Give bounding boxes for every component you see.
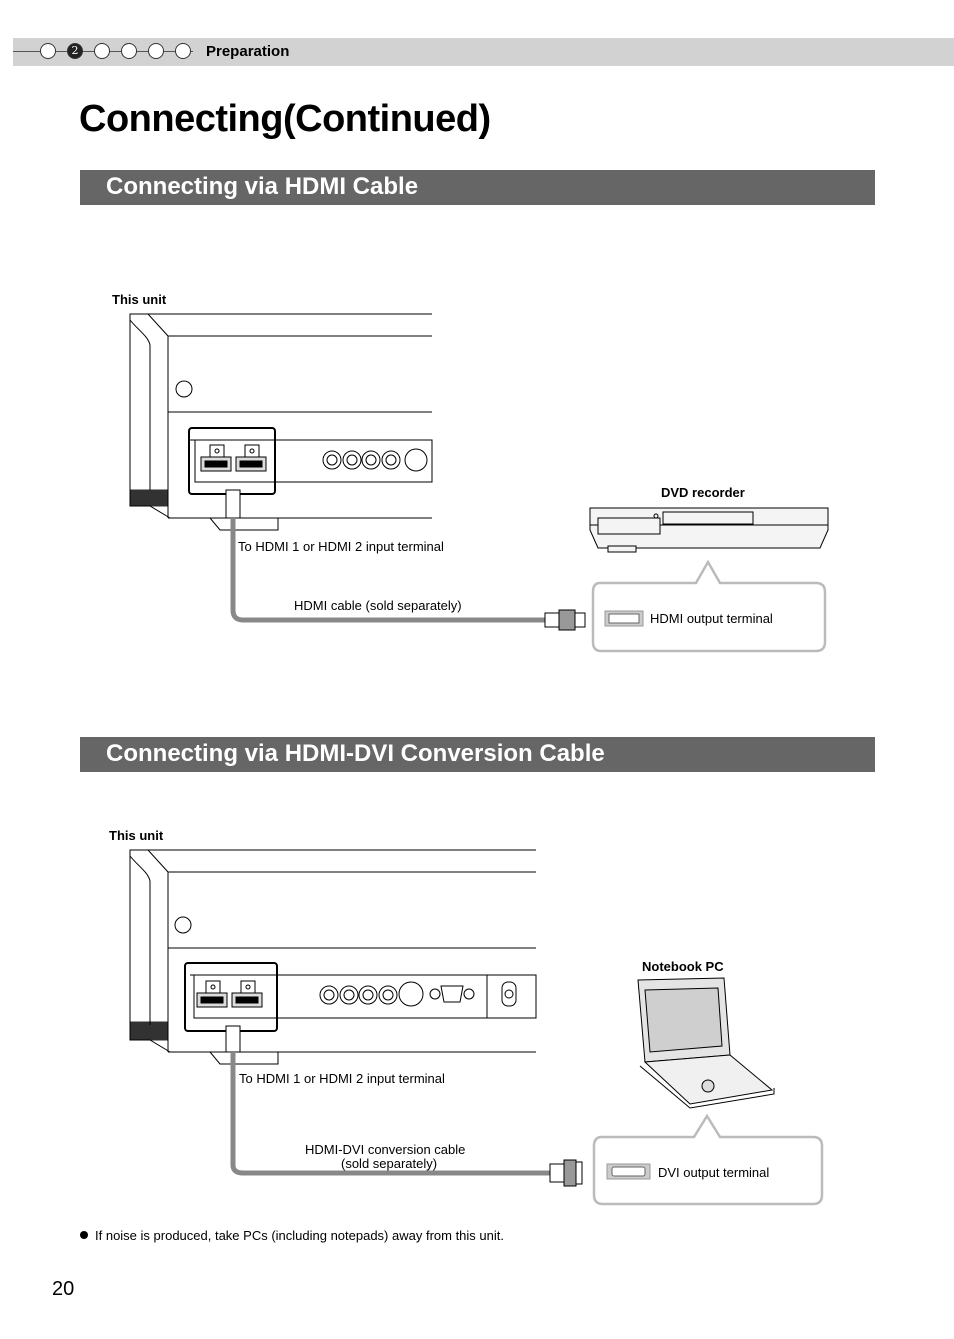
hdmi-port-3-icon <box>196 980 228 1008</box>
component-jacks-2 <box>319 981 424 1007</box>
dvi-output-callout <box>592 1113 824 1206</box>
this-unit-label-2: This unit <box>109 828 164 843</box>
hdmi-port-4-icon <box>231 980 263 1008</box>
hdmi-port-2-icon <box>235 444 267 472</box>
hdmi-plug-projector-end-2 <box>225 1025 241 1053</box>
chapter-step-3 <box>94 43 110 59</box>
hdmi-output-terminal-icon <box>604 610 644 627</box>
projector-illustration-2 <box>129 849 537 1065</box>
hdmi-cable-line <box>230 518 545 623</box>
hdmi-input-terminal-label-1: To HDMI 1 or HDMI 2 input terminal <box>238 539 444 554</box>
projector-illustration-1 <box>129 313 433 531</box>
trigger-port-icon <box>501 981 517 1007</box>
component-jacks-1 <box>322 448 428 472</box>
section-heading-hdmi-dvi-text: Connecting via HDMI-DVI Conversion Cable <box>106 740 605 767</box>
notebook-pc-label: Notebook PC <box>642 959 724 974</box>
chapter-step-6 <box>175 43 191 59</box>
hdmi-output-terminal-label: HDMI output terminal <box>650 611 773 626</box>
hdmi-input-terminal-label-2: To HDMI 1 or HDMI 2 input terminal <box>239 1071 445 1086</box>
hdmi-port-1-icon <box>200 444 232 472</box>
chapter-step-1 <box>40 43 56 59</box>
dvi-output-terminal-icon <box>606 1163 651 1180</box>
hdmi-cable-label: HDMI cable (sold separately) <box>294 598 462 613</box>
rs232c-port-icon <box>429 985 475 1003</box>
chapter-step-current: 2 <box>67 43 83 59</box>
hdmi-plug-projector-end-1 <box>225 489 241 519</box>
dvd-recorder-label: DVD recorder <box>661 485 745 500</box>
hdmi-connection-diagram <box>129 313 829 653</box>
page-title: Connecting(Continued) <box>79 98 491 140</box>
hdmi-dvi-cable-line <box>230 1052 550 1176</box>
bullet-icon <box>80 1231 88 1239</box>
hdmi-output-callout <box>591 559 827 653</box>
hdmi-plug-source-end-1 <box>544 609 586 631</box>
chapter-label: Preparation <box>206 43 290 60</box>
chapter-step-4 <box>121 43 137 59</box>
dvi-plug-source-end <box>549 1159 583 1187</box>
noise-note-text: If noise is produced, take PCs (includin… <box>95 1228 504 1243</box>
hdmi-dvi-cable-label: HDMI-DVI conversion cable <box>305 1142 466 1157</box>
notebook-pc-illustration <box>637 977 775 1109</box>
hdmi-dvi-cable-sold-label: (sold separately) <box>341 1156 438 1171</box>
page-number: 20 <box>52 1278 75 1300</box>
section-heading-hdmi: Connecting via HDMI Cable <box>80 170 875 205</box>
section-heading-hdmi-dvi: Connecting via HDMI-DVI Conversion Cable <box>80 737 875 772</box>
hdmi-dvi-connection-diagram <box>129 849 824 1206</box>
this-unit-label-1: This unit <box>112 292 167 307</box>
chapter-step-5 <box>148 43 164 59</box>
section-heading-hdmi-text: Connecting via HDMI Cable <box>106 173 419 200</box>
dvd-recorder-illustration <box>589 507 829 553</box>
chapter-header-bar <box>13 38 954 66</box>
noise-note: If noise is produced, take PCs (includin… <box>80 1228 504 1243</box>
dvi-output-terminal-label: DVI output terminal <box>658 1165 770 1180</box>
